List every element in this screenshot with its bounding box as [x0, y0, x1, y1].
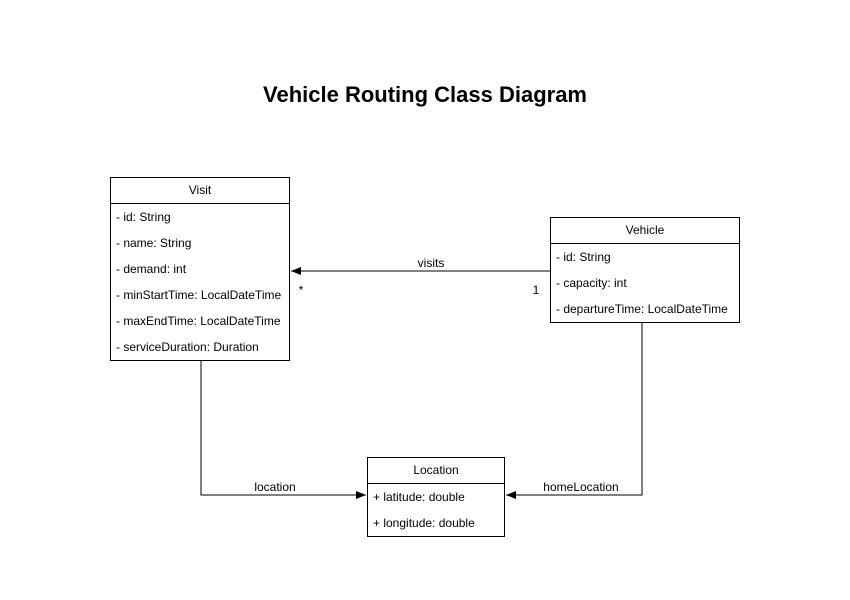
- homelocation-association-label: homeLocation: [541, 480, 621, 494]
- class-location-name: Location: [368, 458, 504, 484]
- visit-attribute-maxendtime: - maxEndTime: LocalDateTime: [116, 314, 281, 328]
- visit-attribute-serviceduration: - serviceDuration: Duration: [116, 340, 259, 354]
- vehicle-attribute-id: - id: String: [556, 250, 611, 264]
- class-vehicle[interactable]: Vehicle - id: String - capacity: int - d…: [550, 217, 740, 323]
- diagram-title: Vehicle Routing Class Diagram: [263, 82, 587, 107]
- visits-multiplicity-at-vehicle: 1: [532, 283, 540, 297]
- location-attribute-longitude: + longitude: double: [373, 516, 475, 530]
- location-association-label: location: [252, 480, 298, 494]
- class-vehicle-name: Vehicle: [551, 218, 739, 244]
- vehicle-attribute-departuretime: - departureTime: LocalDateTime: [556, 302, 728, 316]
- visit-attribute-name: - name: String: [116, 236, 192, 250]
- visit-attribute-id: - id: String: [116, 210, 171, 224]
- class-visit-name: Visit: [111, 178, 289, 204]
- location-attribute-latitude: + latitude: double: [373, 490, 465, 504]
- visit-attribute-demand: - demand: int: [116, 262, 187, 276]
- homelocation-association-line[interactable]: [506, 322, 643, 499]
- vehicle-attribute-capacity: - capacity: int: [556, 276, 627, 290]
- visits-association-label: visits: [415, 256, 447, 270]
- visit-attribute-minstarttime: - minStartTime: LocalDateTime: [116, 288, 282, 302]
- class-location[interactable]: Location + latitude: double + longitude:…: [367, 457, 505, 537]
- class-visit[interactable]: Visit - id: String - name: String - dema…: [110, 177, 290, 361]
- visits-multiplicity-at-visit: *: [298, 283, 304, 297]
- location-association-line[interactable]: [200, 360, 366, 499]
